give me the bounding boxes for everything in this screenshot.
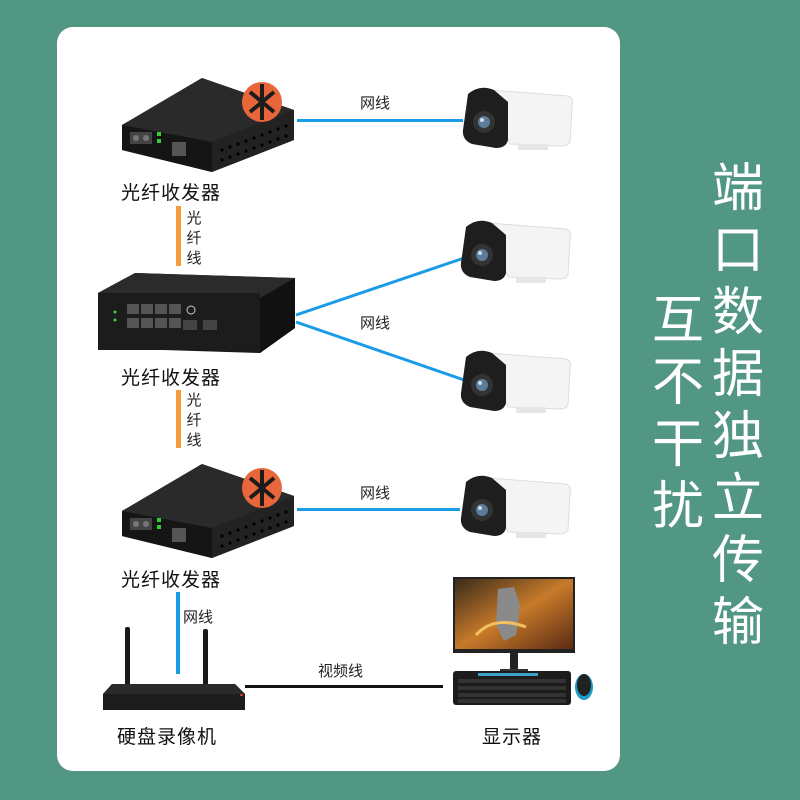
fiber-label-2-char: 纤 <box>186 411 202 429</box>
nvr-label: 硬盘录像机 <box>117 726 218 748</box>
ethernet-label-nvr: 网线 <box>183 608 214 626</box>
fiber-label-2-char: 线 <box>186 431 202 449</box>
switch-middle-label: 光纤收发器 <box>121 367 222 389</box>
converter-top-label: 光纤收发器 <box>121 182 222 204</box>
ethernet-cable-split-lower <box>295 320 471 384</box>
fiber-label-2-char: 光 <box>186 391 202 409</box>
fiber-label-1-char: 纤 <box>186 229 202 247</box>
fiber-label-1-char: 光 <box>186 209 202 227</box>
bullet-camera-icon <box>460 475 571 538</box>
fiber-label-1-char: 线 <box>186 249 202 267</box>
nvr-router-icon <box>103 627 245 710</box>
fiber-label-1: 光 纤 线 <box>186 208 202 268</box>
poe-switch-icon <box>98 273 295 353</box>
fiber-cable-2 <box>176 390 181 448</box>
fiber-media-converter-icon <box>122 78 294 172</box>
ethernet-label-top: 网线 <box>360 94 391 112</box>
monitor-keyboard-mouse-icon <box>453 577 593 705</box>
ethernet-cable-top <box>297 119 463 122</box>
video-cable <box>245 685 443 688</box>
bullet-camera-icon <box>460 220 571 283</box>
bullet-camera-icon <box>460 350 571 413</box>
fiber-cable-1 <box>176 206 181 266</box>
headline-column-2: 互不干扰 <box>651 291 704 537</box>
converter-bottom-label: 光纤收发器 <box>121 569 222 591</box>
monitor-label: 显示器 <box>482 726 543 748</box>
ethernet-cable-split-upper <box>295 254 471 317</box>
ethernet-cable-bottom <box>297 508 460 511</box>
video-label: 视频线 <box>318 662 364 680</box>
bullet-camera-icon <box>462 87 573 150</box>
ethernet-cable-nvr <box>176 592 180 674</box>
ethernet-label-split: 网线 <box>360 314 391 332</box>
ethernet-label-bottom: 网线 <box>360 484 391 502</box>
fiber-label-2: 光 纤 线 <box>186 390 202 450</box>
headline-column-1: 端口数据独立传输 <box>711 159 764 653</box>
fiber-media-converter-icon <box>122 464 294 558</box>
